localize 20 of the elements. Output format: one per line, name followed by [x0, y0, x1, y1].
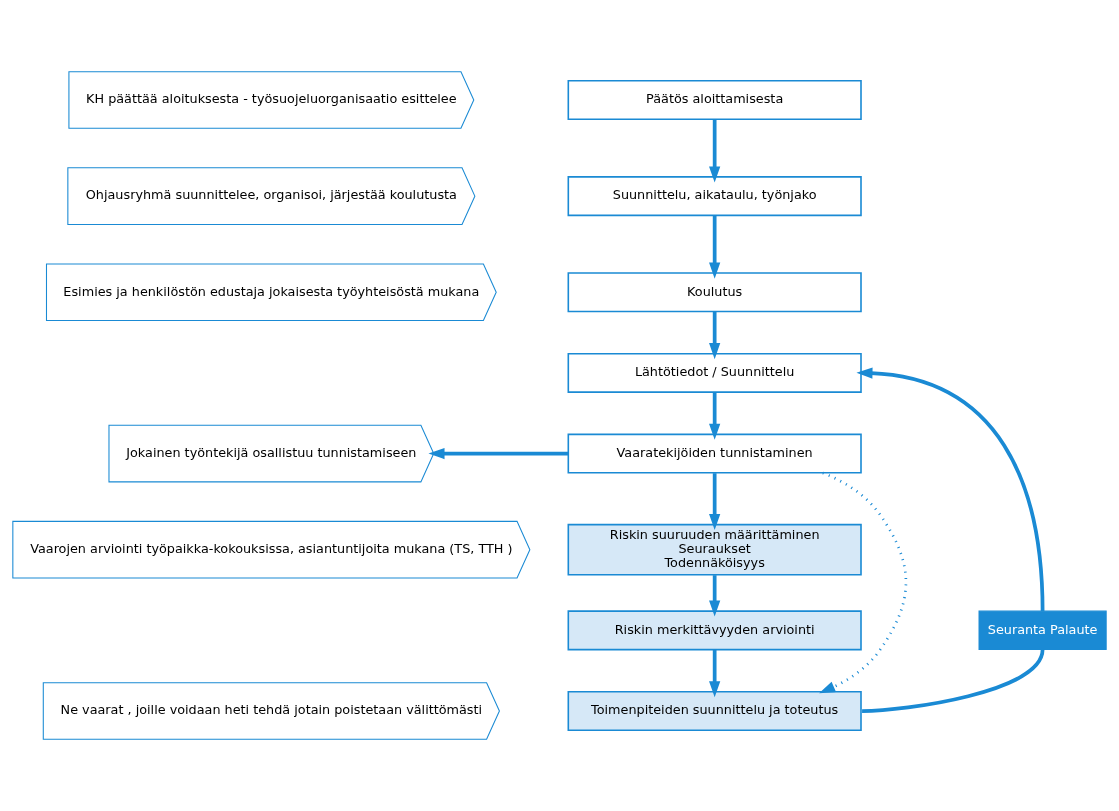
- connector: [862, 649, 1045, 713]
- arrow: [856, 367, 1045, 612]
- arrow: [428, 447, 569, 460]
- node-box: Lähtötiedot / Suunnittelu: [567, 352, 862, 393]
- node-box: Suunnittelu, aikataulu, työnjako: [567, 176, 862, 217]
- arrow: [709, 215, 721, 279]
- arrow: [709, 649, 721, 698]
- node-box: Toimenpiteiden suunnittelu ja toteutus: [567, 691, 862, 732]
- node-box: Riskin merkittävyyden arviointi: [567, 610, 862, 651]
- arrow: [709, 119, 721, 183]
- node-box: Koulutus: [567, 272, 862, 313]
- node-box: Päätös aloittamisesta: [567, 79, 862, 120]
- arrow: [819, 471, 908, 694]
- arrow: [709, 575, 721, 617]
- node-box: Seuranta Palaute: [978, 610, 1107, 651]
- node-box: Riskin suuruuden määrittäminen Seuraukset Todennäköisyys: [567, 523, 862, 576]
- arrow: [709, 392, 721, 440]
- arrow: [709, 311, 721, 360]
- arrow: [709, 473, 721, 531]
- node-box: Vaaratekijöiden tunnistaminen: [567, 433, 862, 474]
